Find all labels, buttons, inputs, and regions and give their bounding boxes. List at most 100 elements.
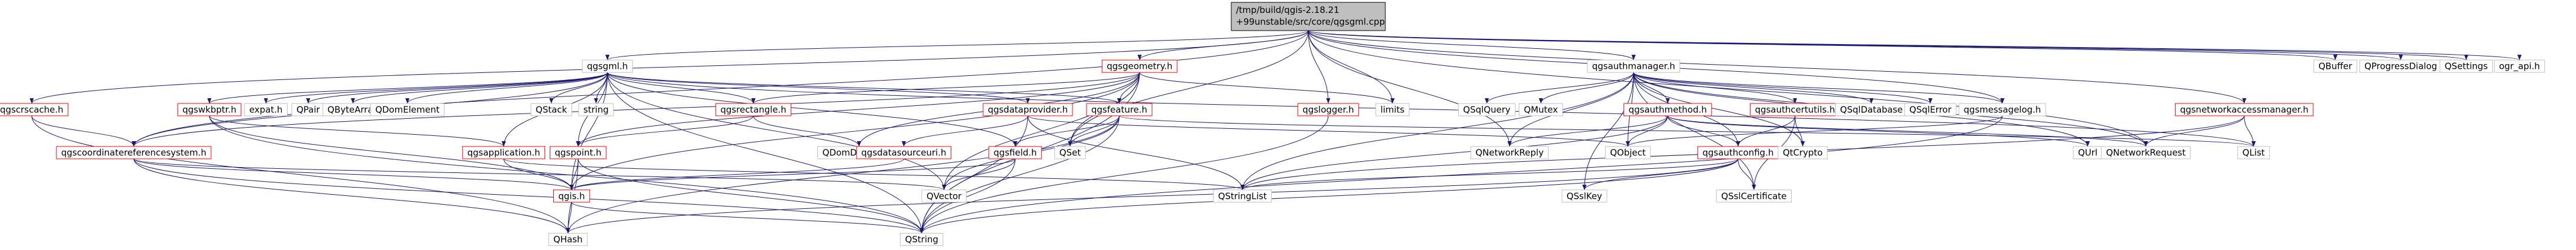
node-qbytearray[interactable]: QByteArray — [322, 103, 383, 116]
node-box — [900, 233, 944, 246]
node-box — [1959, 103, 2046, 116]
node-qgsauthmethod[interactable]: qgsauthmethod.h — [1623, 103, 1712, 116]
node-qsqlerror[interactable]: QSqlError — [1904, 103, 1957, 116]
node-box — [530, 103, 572, 116]
edge-qgsrectangle-to-qgspoint — [576, 115, 754, 147]
node-qgsmessagelog[interactable]: qgsmessagelog.h — [1959, 103, 2046, 116]
node-qgscrscache[interactable]: qgscrscache.h — [0, 103, 69, 116]
node-root-qgsgml-cpp[interactable]: /tmp/build/qgis-2.18.21 +99unstable/src/… — [1231, 2, 1386, 31]
node-qhash[interactable]: QHash — [548, 233, 588, 246]
node-qgswkbptr[interactable]: qgswkbptr.h — [177, 103, 242, 116]
node-label: qgsnetworkaccessmanager.h — [2180, 104, 2308, 115]
edge-qgsapplication-to-qgis — [503, 158, 574, 190]
node-box — [1213, 189, 1272, 203]
edge-qgsgeometry-to-qgscoordinatereferencesystem — [132, 72, 1140, 147]
node-qgsgeometry[interactable]: qgsgeometry.h — [1101, 59, 1178, 73]
edge-qgsauthmanager-to-qgsauthcertutils — [1633, 72, 1797, 104]
edge-qgsgml-to-qgsfield — [607, 72, 1018, 146]
edge-qgsauthconfig-to-qstringlist — [1240, 158, 1739, 191]
node-qgsauthmanager[interactable]: qgsauthmanager.h — [1587, 59, 1680, 73]
node-ograpi[interactable]: ogr_api.h — [2494, 59, 2545, 73]
node-qdomelement[interactable]: QDomElement — [370, 103, 445, 116]
node-label: qgsmessagelog.h — [1964, 104, 2041, 115]
node-label: QStringList — [1218, 191, 1267, 201]
edge-qgsgeometry-to-qvector — [941, 72, 1140, 190]
edge-qgsgeometry-to-qgspoint — [576, 72, 1140, 147]
edge-qgsauthmanager-to-qstringlist — [1240, 72, 1634, 190]
edge-root-to-limits — [1308, 30, 1395, 104]
node-qgsgml[interactable]: qgsgml.h — [582, 59, 633, 73]
node-qpair[interactable]: QPair — [291, 103, 325, 116]
node-qvector[interactable]: QVector — [921, 189, 967, 203]
node-qsettings[interactable]: QSettings — [2440, 59, 2493, 73]
node-qprogressdialog[interactable]: QProgressDialog — [2359, 59, 2443, 73]
node-qstack[interactable]: QStack — [530, 103, 572, 116]
node-label: qgsrectangle.h — [720, 104, 786, 115]
node-qsslkey[interactable]: QSslKey — [1561, 189, 1608, 203]
edge-qgsauthmethod-to-qnetworkreply — [1507, 115, 1668, 147]
edge-qgscrscache-to-qhash — [31, 115, 570, 234]
node-expat[interactable]: expat.h — [244, 103, 288, 116]
node-qgsauthconfig[interactable]: qgsauthconfig.h — [1697, 146, 1779, 159]
node-qnetworkrequest[interactable]: QNetworkRequest — [2101, 146, 2191, 159]
node-box — [1561, 189, 1608, 203]
node-qstring[interactable]: QString — [900, 233, 944, 246]
node-label: QBuffer — [2318, 61, 2353, 72]
node-qmutex[interactable]: QMutex — [1519, 103, 1563, 116]
node-label: qgsauthconfig.h — [1702, 147, 1773, 158]
node-qgsapplication[interactable]: qgsapplication.h — [462, 146, 546, 159]
node-qsslcertificate[interactable]: QSslCertificate — [1716, 189, 1792, 203]
node-qset[interactable]: QSet — [1054, 146, 1086, 159]
node-label: ogr_api.h — [2499, 61, 2540, 72]
node-box — [553, 189, 590, 203]
node-box — [2313, 59, 2357, 73]
node-box — [856, 146, 951, 159]
node-qsqlquery[interactable]: QSqlQuery — [1458, 103, 1516, 116]
node-qgsdataprovider[interactable]: qgsdataprovider.h — [983, 103, 1073, 116]
node-label: QVector — [927, 191, 962, 201]
node-qgsfield[interactable]: qgsfield.h — [988, 146, 1042, 159]
edge-qgsauthcertutils-to-qgsauthconfig — [1736, 115, 1796, 147]
node-label: string — [583, 104, 609, 115]
node-qnetworkreply[interactable]: QNetworkReply — [1470, 146, 1549, 159]
node-box — [921, 189, 967, 203]
node-qgsrectangle[interactable]: qgsrectangle.h — [715, 103, 791, 116]
node-qsqldatabase[interactable]: QSqlDatabase — [1835, 103, 1908, 116]
node-box — [1470, 146, 1549, 159]
node-qurl[interactable]: QUrl — [2073, 146, 2103, 159]
node-label: qgscoordinatereferencesystem.h — [61, 147, 206, 158]
edge-root-to-ograpi — [1308, 30, 2521, 61]
node-qbuffer[interactable]: QBuffer — [2313, 59, 2357, 73]
node-string[interactable]: string — [578, 103, 614, 116]
node-qlist[interactable]: QList — [2237, 146, 2270, 159]
node-box — [1623, 103, 1712, 116]
node-label: qgsdatasourceuri.h — [861, 147, 947, 158]
edge-qgsauthmanager-to-qsqlerror — [1633, 72, 1933, 104]
node-qtcrypto[interactable]: QtCrypto — [1778, 146, 1828, 159]
edge-qgsfield-to-qvector — [941, 158, 1016, 190]
node-label: qgsauthmanager.h — [1592, 61, 1675, 72]
edge-qgsmessagelog-to-qobject — [1626, 115, 2003, 147]
edge-qgsgml-to-qgis — [569, 72, 608, 190]
node-qgslogger[interactable]: qgslogger.h — [1297, 103, 1359, 116]
node-qgis[interactable]: qgis.h — [553, 189, 590, 203]
edge-qgswkbptr-to-qstring — [209, 115, 924, 234]
node-qgsauthcertutils[interactable]: qgsauthcertutils.h — [1750, 103, 1840, 116]
node-qstringlist[interactable]: QStringList — [1213, 189, 1272, 203]
node-box — [1519, 103, 1563, 116]
node-qobject[interactable]: QObject — [1605, 146, 1651, 159]
node-box — [1716, 189, 1792, 203]
node-qgscoordinatereferencesystem[interactable]: qgscoordinatereferencesystem.h — [56, 146, 212, 159]
node-limits[interactable]: limits — [1375, 103, 1410, 116]
node-label: QNetworkReply — [1475, 147, 1543, 158]
edge-qgsgml-to-qlist — [607, 72, 2256, 147]
edge-qgscrscache-to-qgscoordinatereferencesystem — [31, 115, 136, 147]
node-qgsfeature[interactable]: qgsfeature.h — [1086, 103, 1152, 116]
node-qgsdatasourceuri[interactable]: qgsdatasourceuri.h — [856, 146, 951, 159]
node-qgspoint[interactable]: qgspoint.h — [550, 146, 607, 159]
node-label: QNetworkRequest — [2106, 147, 2186, 158]
node-qgsnetworkaccessmanager[interactable]: qgsnetworkaccessmanager.h — [2175, 103, 2314, 116]
edge-qgsdataprovider-to-qstring — [919, 115, 1028, 234]
edge-qgsdatasourceuri-to-qgis — [569, 158, 904, 191]
node-label: qgscrscache.h — [0, 104, 64, 115]
